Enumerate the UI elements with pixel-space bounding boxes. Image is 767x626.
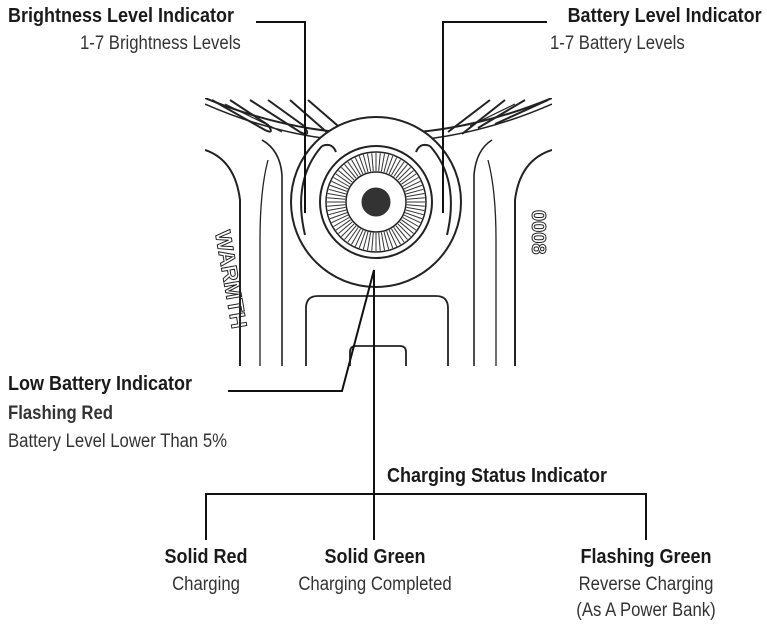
dial-knurl-tick — [338, 221, 353, 234]
battery-window — [305, 295, 449, 366]
battery-leader — [442, 21, 547, 213]
dial-knurl-tick — [383, 231, 390, 250]
dial-knurl-tick — [405, 188, 424, 195]
dial-knurl-tick — [358, 230, 366, 249]
solid-green-title: Solid Green — [324, 546, 426, 568]
flashing-green-note: (As A Power Bank) — [576, 600, 716, 621]
dial-knurl-tick — [380, 232, 386, 251]
dial-knurl-tick — [399, 221, 414, 234]
dial-knurl-tick — [383, 154, 390, 173]
dial-knurl-tick — [327, 204, 346, 207]
dial-knurl-tick — [366, 153, 372, 172]
dial-knurl-tick — [401, 173, 417, 185]
low-battery-state: Flashing Red — [8, 403, 113, 424]
dial-knurl-tick — [402, 177, 419, 187]
low-battery-title: Low Battery Indicator — [8, 373, 193, 395]
dial-knurl-tick — [378, 153, 381, 172]
side-lettering: WARMTH — [210, 229, 252, 331]
dial-knurl-tick — [362, 231, 369, 250]
dial-knurl-tick — [327, 192, 346, 198]
dial-knurl-tick — [395, 225, 408, 240]
dial-knurl-tick — [329, 212, 348, 220]
control-dial — [290, 116, 462, 288]
dial-knurl-tick — [391, 159, 401, 176]
dial-knurl-tick — [354, 157, 364, 175]
dial-knurl-tick — [378, 232, 381, 251]
dial-knurl-tick — [395, 164, 408, 179]
device-body-right — [514, 149, 552, 366]
flashing-green-title: Flashing Green — [580, 546, 712, 568]
dial-knurl-tick — [335, 173, 351, 185]
dial-knurl-tick — [344, 225, 357, 240]
dial-knurl-tick — [388, 157, 398, 175]
dial-knurl-tick — [406, 204, 425, 207]
power-button[interactable] — [361, 187, 391, 217]
dial-knurl-tick — [399, 170, 414, 183]
low-battery-leader — [228, 269, 375, 392]
dial-knurl-tick — [388, 229, 398, 247]
dial-knurl-tick — [340, 223, 355, 238]
dial-knurl-tick — [401, 219, 417, 231]
dial-knurl-tick — [366, 232, 372, 251]
dial-knurl-tick — [351, 228, 361, 245]
dial-knurl-tick — [393, 227, 405, 243]
dial-knurl-tick — [333, 177, 350, 187]
dial-knurl-tick — [380, 153, 386, 172]
dial-knurl-tick — [405, 209, 424, 216]
dial-knurl-tick — [362, 154, 369, 173]
low-battery-description: Battery Level Lower Than 5% — [8, 431, 228, 452]
dial-knurl-tick — [340, 166, 355, 181]
dial-knurl-tick — [386, 230, 394, 249]
dial-knurl-tick — [386, 155, 394, 174]
dial-knurl-tick — [406, 197, 425, 200]
charge-port — [349, 345, 407, 366]
solid-red-title: Solid Red — [164, 546, 248, 568]
brightness-indicator-arc — [300, 145, 323, 236]
dial-knurl-tick — [328, 209, 347, 216]
solid-red-description: Charging — [172, 574, 240, 595]
brightness-leader — [256, 21, 306, 213]
dial-knurl-tick — [403, 180, 421, 190]
charging-title: Charging Status Indicator — [387, 465, 608, 487]
dial-knurl-tick — [335, 219, 351, 231]
dial-knurl-tick — [354, 229, 364, 247]
dial-knurl-tick — [347, 161, 359, 177]
dial-knurl-tick — [358, 155, 366, 174]
dial-knurl-tick — [331, 180, 349, 190]
charging-bracket — [205, 493, 647, 540]
dial-knurl-tick — [391, 228, 401, 245]
dial-knurl-tick — [402, 217, 419, 227]
dial-knurl-tick — [404, 184, 423, 192]
battery-title: Battery Level Indicator — [567, 5, 762, 27]
dial-knurl-tick — [329, 184, 348, 192]
device-body-left — [205, 149, 241, 366]
battery-indicator-arc — [429, 145, 452, 236]
brightness-subtitle: 1-7 Brightness Levels — [80, 33, 241, 54]
dial-knurl-tick — [397, 223, 412, 238]
dial-knurl-tick — [344, 164, 357, 179]
battery-subtitle: 1-7 Battery Levels — [550, 33, 685, 54]
dial-knurl-tick — [333, 217, 350, 227]
dial-knurl-tick — [327, 197, 346, 200]
dial-knurl-tick — [338, 170, 353, 183]
flashing-green-description: Reverse Charging — [578, 574, 714, 595]
side-numbers: 0008 — [527, 210, 549, 255]
dial-knurl-tick — [393, 161, 405, 177]
leader-lines — [205, 21, 647, 540]
dial-knurl-tick — [327, 206, 346, 212]
dial-knurl-tick — [371, 153, 374, 172]
dial-knurl-tick — [328, 188, 347, 195]
dial-knurl-tick — [397, 166, 412, 181]
dial-knurl-tick — [347, 227, 359, 243]
dial-knurl-tick — [406, 206, 425, 212]
dial-knurl-tick — [351, 159, 361, 176]
dial-knurl-tick — [406, 192, 425, 198]
dial-knurl-tick — [331, 214, 349, 224]
dial-knurl-tick — [403, 214, 421, 224]
dial-knurl-tick — [371, 232, 374, 251]
dial-knurl-tick — [404, 212, 423, 220]
brightness-title: Brightness Level Indicator — [8, 5, 235, 27]
solid-green-description: Charging Completed — [298, 574, 452, 595]
